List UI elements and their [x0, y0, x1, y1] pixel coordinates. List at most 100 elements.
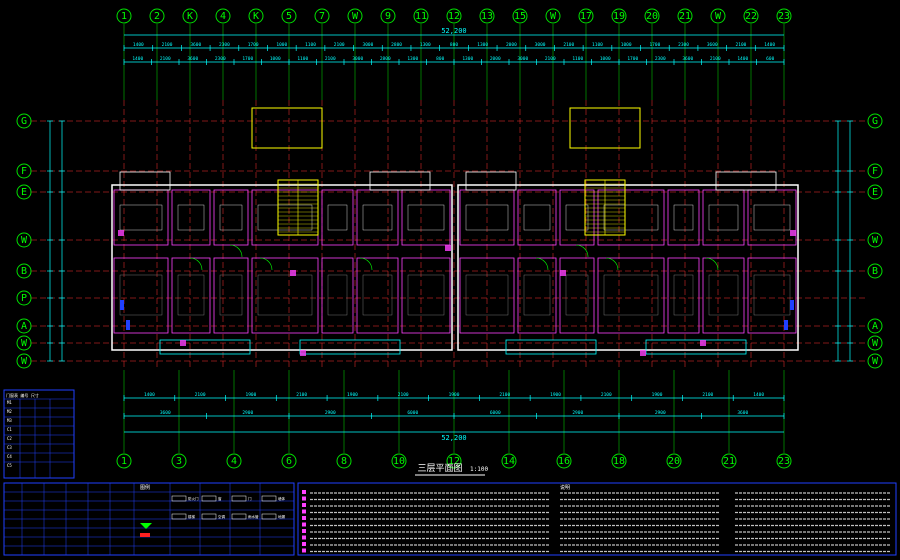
svg-text:W: W: [872, 356, 879, 367]
svg-text:17: 17: [580, 11, 592, 22]
svg-text:1700: 1700: [248, 42, 259, 48]
svg-text:W: W: [550, 11, 557, 22]
svg-text:2100: 2100: [736, 42, 747, 48]
svg-text:2300: 2300: [219, 42, 230, 48]
svg-text:A: A: [872, 321, 878, 332]
svg-text:2100: 2100: [545, 56, 556, 62]
svg-text:12: 12: [448, 456, 460, 467]
svg-text:C3: C3: [7, 445, 12, 450]
svg-text:1300: 1300: [477, 42, 488, 48]
svg-text:2100: 2100: [160, 56, 171, 62]
svg-text:1900: 1900: [449, 392, 460, 398]
svg-text:C2: C2: [7, 436, 12, 441]
svg-text:2100: 2100: [563, 42, 574, 48]
axis-bubble-top-0: 1: [116, 8, 132, 24]
axis-bubble-left-4: B: [16, 263, 32, 279]
svg-text:1900: 1900: [550, 392, 561, 398]
axis-bubble-bottom-7: 14: [501, 453, 517, 469]
svg-text:5: 5: [286, 11, 292, 22]
svg-text:1000: 1000: [276, 42, 287, 48]
svg-text:3600: 3600: [187, 56, 198, 62]
svg-text:G: G: [872, 116, 878, 127]
svg-text:1100: 1100: [297, 56, 308, 62]
axis-bubble-bottom-12: 23: [776, 453, 792, 469]
axis-bubble-right-1: F: [867, 163, 883, 179]
svg-text:11: 11: [415, 11, 427, 22]
wall-hatching: [118, 230, 796, 356]
axis-bubble-bottom-5: 10: [391, 453, 407, 469]
svg-text:3000: 3000: [517, 56, 528, 62]
svg-text:空调: 空调: [218, 514, 225, 519]
svg-text:1000: 1000: [270, 56, 281, 62]
svg-text:窗: 窗: [218, 496, 222, 501]
svg-text:M2: M2: [7, 409, 12, 414]
axis-bubble-top-20: 23: [776, 8, 792, 24]
svg-text:3000: 3000: [352, 56, 363, 62]
svg-text:W: W: [21, 356, 28, 367]
svg-text:2100: 2100: [398, 392, 409, 398]
svg-text:2000: 2000: [506, 42, 517, 48]
svg-text:W: W: [21, 235, 28, 246]
svg-text:E: E: [872, 187, 878, 198]
svg-text:B: B: [872, 266, 878, 277]
axis-bubble-top-18: W: [710, 8, 726, 24]
svg-text:1300: 1300: [462, 56, 473, 62]
svg-text:3600: 3600: [190, 42, 201, 48]
svg-text:16: 16: [558, 456, 570, 467]
axis-bubble-right-0: G: [867, 113, 883, 129]
svg-text:4: 4: [231, 456, 237, 467]
svg-text:1400: 1400: [144, 392, 155, 398]
svg-text:1400: 1400: [764, 42, 775, 48]
svg-text:23: 23: [778, 456, 790, 467]
svg-text:P: P: [21, 293, 27, 304]
stair-core-right: [584, 179, 626, 236]
axis-bubble-top-12: 15: [512, 8, 528, 24]
svg-text:2100: 2100: [296, 392, 307, 398]
svg-text:6000: 6000: [490, 410, 501, 416]
svg-text:门窗表 编号 尺寸: 门窗表 编号 尺寸: [6, 392, 39, 398]
roof-projection-left: [251, 107, 323, 149]
svg-text:1700: 1700: [242, 56, 253, 62]
svg-text:1000: 1000: [621, 42, 632, 48]
svg-text:楼梯: 楼梯: [188, 514, 195, 519]
svg-text:W: W: [352, 11, 359, 22]
svg-text:23: 23: [778, 11, 790, 22]
svg-text:1400: 1400: [737, 56, 748, 62]
svg-text:1900: 1900: [347, 392, 358, 398]
svg-text:1: 1: [121, 11, 127, 22]
svg-text:W: W: [872, 338, 879, 349]
svg-text:2000: 2000: [490, 56, 501, 62]
svg-text:1100: 1100: [572, 56, 583, 62]
plan-title: 三层平面图: [417, 463, 462, 474]
svg-text:2800: 2800: [391, 42, 402, 48]
svg-text:3: 3: [176, 456, 182, 467]
svg-text:W: W: [872, 235, 879, 246]
axis-bubble-top-5: 5: [281, 8, 297, 24]
svg-text:2100: 2100: [710, 56, 721, 62]
svg-text:2100: 2100: [499, 392, 510, 398]
svg-text:1700: 1700: [649, 42, 660, 48]
svg-text:B: B: [21, 266, 27, 277]
svg-text:2900: 2900: [325, 410, 336, 416]
svg-text:20: 20: [646, 11, 658, 22]
svg-text:15: 15: [514, 11, 526, 22]
svg-text:3000: 3000: [535, 42, 546, 48]
axis-bubble-top-7: W: [347, 8, 363, 24]
svg-text:2100: 2100: [162, 42, 173, 48]
svg-text:C1: C1: [7, 427, 12, 432]
axis-bubble-top-1: 2: [149, 8, 165, 24]
svg-text:19: 19: [613, 11, 625, 22]
svg-text:A: A: [21, 321, 27, 332]
axis-bubble-top-6: 7: [314, 8, 330, 24]
axis-bubble-right-7: W: [867, 353, 883, 369]
svg-text:2300: 2300: [655, 56, 666, 62]
svg-text:K: K: [253, 11, 259, 22]
svg-text:1300: 1300: [420, 42, 431, 48]
svg-text:800: 800: [450, 42, 458, 48]
axis-bubble-right-2: E: [867, 184, 883, 200]
axis-bubble-top-13: W: [545, 8, 561, 24]
svg-text:2100: 2100: [702, 392, 713, 398]
